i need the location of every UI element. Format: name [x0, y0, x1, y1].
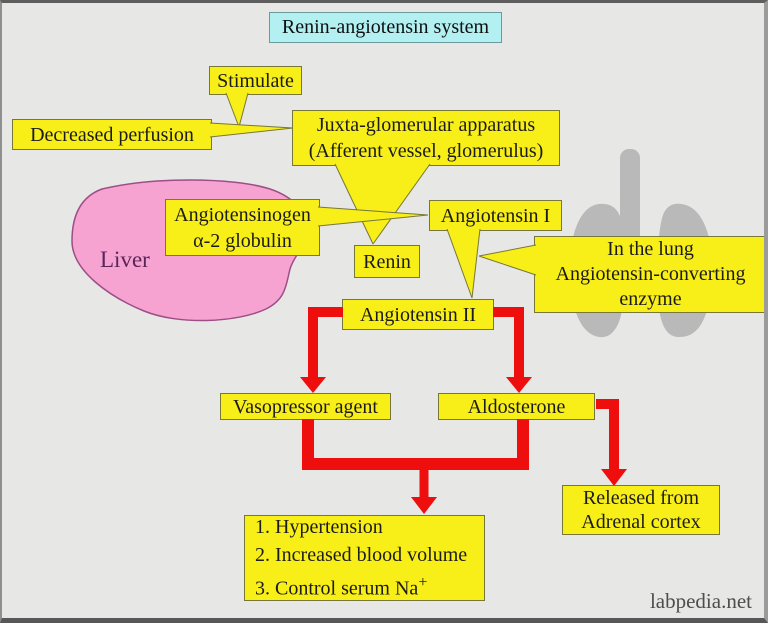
node-decreased-perfusion: Decreased perfusion [12, 119, 212, 150]
node-angiotensinogen: Angiotensinogen α-2 globulin [165, 199, 320, 256]
juxta-line2: (Afferent vessel, glomerulus) [308, 140, 544, 162]
joining-line-vasopressor-aldosterone [302, 419, 529, 470]
arrow-aii-to-aldosterone-shaft [493, 307, 524, 379]
pointer-stimulate-edge [225, 92, 249, 128]
node-stimulate: Stimulate [209, 66, 302, 95]
released-line2: Adrenal cortex [581, 511, 701, 533]
pointer-stimulate [226, 93, 248, 127]
arrow-aldosterone-to-adrenal-head [601, 469, 627, 486]
effects-item-2: 2. Increased blood volume [255, 544, 468, 567]
node-angiotensin-i: Angiotensin I [429, 200, 562, 231]
watermark: labpedia.net [649, 589, 752, 613]
pointer-angiotensinogen-edge [317, 206, 429, 227]
node-effects-list: 1. Hypertension 2. Increased blood volum… [244, 515, 485, 601]
lung-enzyme-line2: Angiotensin-converting [555, 263, 746, 285]
arrow-aldosterone-to-adrenal-shaft [596, 399, 619, 470]
pointer-angiotensin-i-to-ii [447, 229, 480, 298]
node-renin: Renin [354, 245, 420, 278]
effects-item-1: 1. Hypertension [255, 516, 383, 539]
node-angiotensin-ii: Angiotensin II [342, 299, 494, 330]
arrow-aii-to-aldosterone-head [506, 377, 532, 393]
pointer-juxta-to-renin [335, 164, 430, 244]
arrow-aii-to-vasopressor-shaft [308, 307, 343, 379]
trachea-shape [620, 149, 640, 244]
released-line1: Released from [582, 487, 700, 509]
node-aldosterone: Aldosterone [438, 393, 595, 420]
lung-enzyme-line1: In the lung [607, 238, 694, 260]
effects-item-3: 3. Control serum Na+ [255, 569, 427, 603]
juxta-line1: Juxta-glomerular apparatus [316, 114, 536, 136]
effects-item-3-sup: + [418, 574, 428, 592]
pointer-lung-enzyme-edge [478, 244, 537, 276]
pointer-lung-enzyme [479, 245, 536, 275]
diagram-title: Renin-angiotensin system [269, 12, 502, 43]
angiotensinogen-line2: α-2 globulin [193, 229, 292, 252]
liver-label: Liver [100, 247, 150, 272]
arrow-to-effects-head [411, 497, 437, 514]
pointer-juxta-to-renin-edge [334, 163, 431, 245]
angiotensinogen-line1: Angiotensinogen [174, 203, 311, 226]
node-lung-enzyme: In the lung Angiotensin-converting enzym… [534, 236, 764, 313]
lung-enzyme-line3: enzyme [619, 288, 682, 310]
node-released-adrenal: Released from Adrenal cortex [562, 485, 720, 535]
pointer-decreased-perfusion-edge [209, 122, 294, 138]
arrow-aii-to-vasopressor-head [300, 377, 326, 393]
node-vasopressor: Vasopressor agent [220, 393, 391, 420]
effects-item-3-text: 3. Control serum Na [255, 577, 419, 600]
pointer-angiotensin-i-to-ii-edge [446, 228, 481, 299]
pointer-angiotensinogen [318, 207, 428, 226]
node-juxta-glomerular: Juxta-glomerular apparatus (Afferent ves… [292, 110, 560, 166]
pointer-decreased-perfusion [210, 123, 293, 137]
